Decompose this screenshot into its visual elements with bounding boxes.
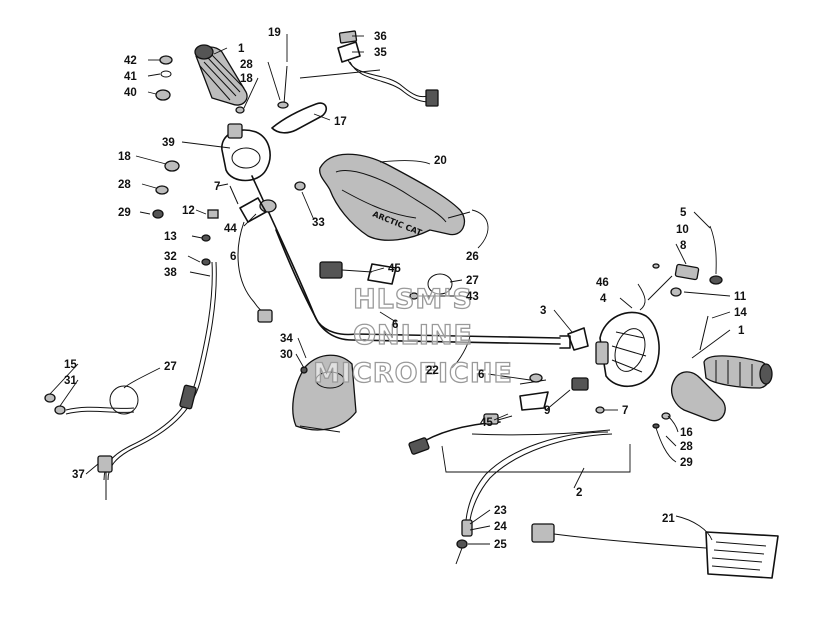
callout-25: 25	[494, 539, 507, 551]
callout-31: 31	[64, 375, 77, 387]
callout-29: 29	[118, 207, 131, 219]
callout-labels: 42 41 40 1 19 28 18 36 35 17 39 18 7 28 …	[64, 27, 747, 551]
left-control-housing	[221, 65, 328, 182]
callout-10: 10	[676, 224, 689, 236]
callout-35: 35	[374, 47, 387, 59]
callout-36: 36	[374, 31, 387, 43]
callout-45: 45	[388, 263, 401, 275]
callout-24: 24	[494, 521, 507, 533]
callout-12: 12	[182, 205, 195, 217]
callout-29: 29	[680, 457, 693, 469]
callout-37: 37	[72, 469, 85, 481]
kill-switch-harness	[299, 30, 439, 107]
callout-43: 43	[466, 291, 479, 303]
leader-lines	[49, 34, 731, 545]
callout-42: 42	[124, 55, 137, 67]
callout-39: 39	[162, 137, 175, 149]
grip-heater-element	[531, 523, 779, 579]
washer-stack	[155, 55, 173, 101]
watermark-line3: MICROFICHE	[313, 358, 513, 389]
callout-18: 18	[240, 73, 253, 85]
callout-7: 7	[214, 181, 220, 193]
callout-22: 22	[426, 365, 439, 377]
callout-41: 41	[124, 71, 137, 83]
hand-guard: ARCTIC CAT	[319, 153, 471, 241]
right-control-housing	[567, 275, 673, 388]
watermark-line1: HLSM'S	[353, 284, 473, 315]
right-switch-parts	[652, 263, 723, 351]
right-lever-assembly	[408, 373, 605, 455]
callout-27: 27	[164, 361, 177, 373]
callout-8: 8	[680, 240, 687, 252]
callout-11: 11	[734, 291, 747, 303]
callout-4: 4	[600, 293, 607, 305]
callout-33: 33	[312, 217, 325, 229]
callout-46: 46	[596, 277, 609, 289]
watermark-line2: ONLINE	[353, 320, 473, 351]
callout-19: 19	[268, 27, 281, 39]
callout-7: 7	[622, 405, 628, 417]
callout-1: 1	[238, 43, 245, 55]
callout-45: 45	[480, 417, 493, 429]
callout-1: 1	[738, 325, 745, 337]
callout-30: 30	[280, 349, 293, 361]
center-switch-group	[319, 261, 453, 300]
callout-20: 20	[434, 155, 447, 167]
callout-32: 32	[164, 251, 177, 263]
callout-6: 6	[392, 319, 398, 331]
right-grip	[703, 355, 773, 389]
callout-16: 16	[680, 427, 693, 439]
callout-26: 26	[466, 251, 479, 263]
callout-18: 18	[118, 151, 131, 163]
callout-6: 6	[478, 369, 484, 381]
callout-3: 3	[540, 305, 546, 317]
left-fasteners	[152, 160, 306, 266]
callout-28: 28	[240, 59, 253, 71]
callout-28: 28	[118, 179, 131, 191]
callout-23: 23	[494, 505, 507, 517]
left-harness-wire	[237, 197, 277, 323]
throttle-cable	[441, 429, 631, 565]
watermark: HLSM'S ONLINE MICROFICHE	[312, 283, 513, 389]
callout-38: 38	[164, 267, 177, 279]
left-brake-cable	[44, 261, 217, 500]
callout-28: 28	[680, 441, 693, 453]
callout-5: 5	[680, 207, 687, 219]
callout-9: 9	[544, 405, 550, 417]
callout-34: 34	[280, 333, 293, 345]
handlebar-riser	[292, 354, 357, 433]
throttle-lever	[652, 371, 726, 429]
callout-44: 44	[224, 223, 237, 235]
callout-13: 13	[164, 231, 177, 243]
callout-14: 14	[734, 307, 747, 319]
callout-27: 27	[466, 275, 479, 287]
callout-21: 21	[662, 513, 675, 525]
callout-6: 6	[230, 251, 236, 263]
callout-40: 40	[124, 87, 137, 99]
callout-15: 15	[64, 359, 77, 371]
callout-17: 17	[334, 116, 347, 128]
callout-2: 2	[576, 487, 582, 499]
left-grip	[194, 44, 248, 106]
